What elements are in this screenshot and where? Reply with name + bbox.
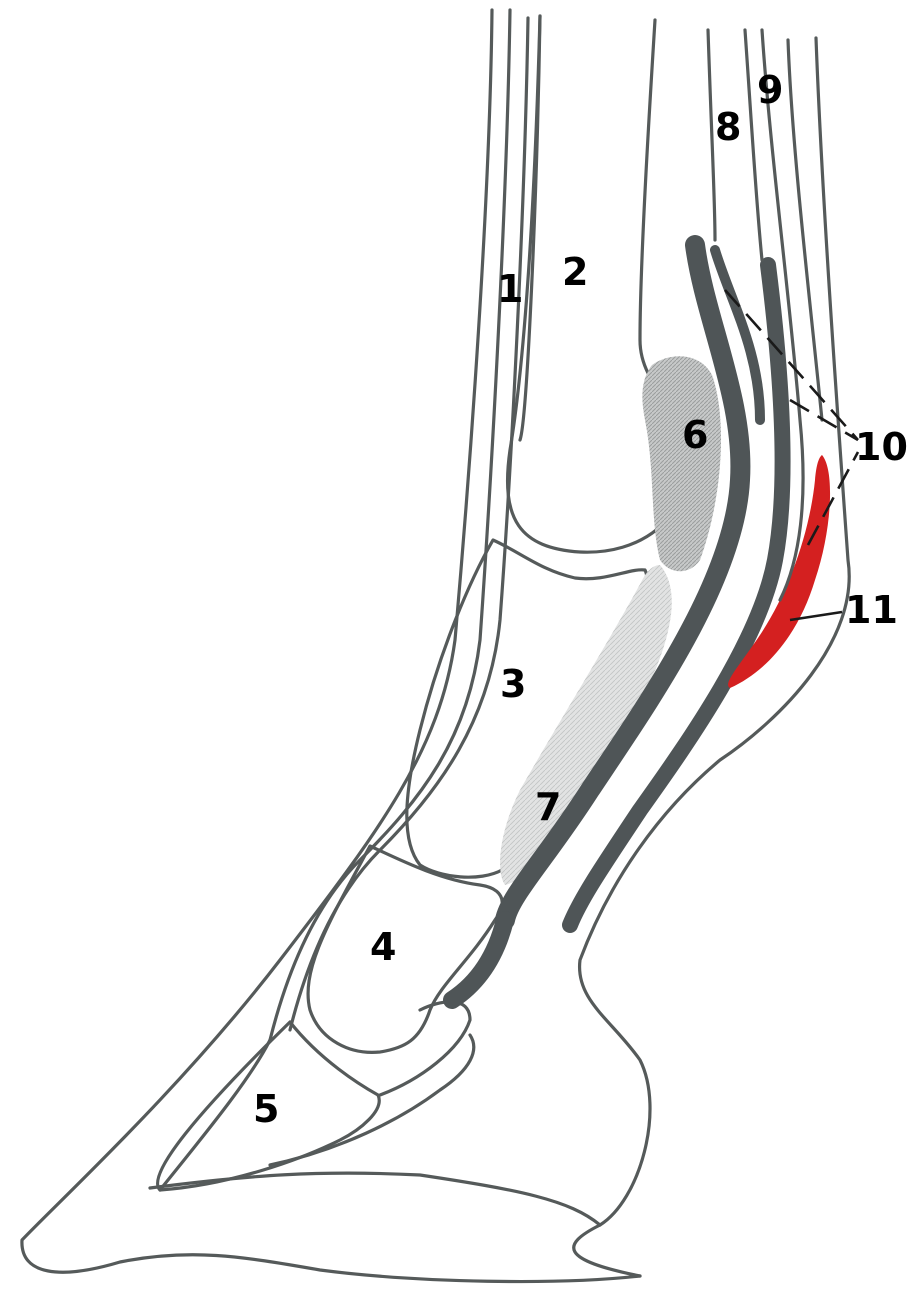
label-9: 9 [757,68,783,112]
deep-flexor-tendon-distal [452,920,505,1000]
label-8: 8 [715,105,741,149]
label-4: 4 [370,925,396,969]
line-8 [708,30,715,240]
label-7: 7 [535,785,561,829]
front-layer-2 [290,18,528,1030]
sole-line [270,1035,474,1165]
label-3: 3 [500,662,526,706]
skin-outline-front [22,10,640,1282]
proximal-sesamoid [642,356,721,571]
line-back-inner [788,40,822,420]
label-1: 1 [497,267,523,311]
label-11: 11 [845,588,898,632]
label-2: 2 [562,250,588,294]
label-5: 5 [253,1087,279,1131]
label-6: 6 [682,413,708,457]
label-10: 10 [855,425,908,469]
line-9-left [745,30,762,260]
